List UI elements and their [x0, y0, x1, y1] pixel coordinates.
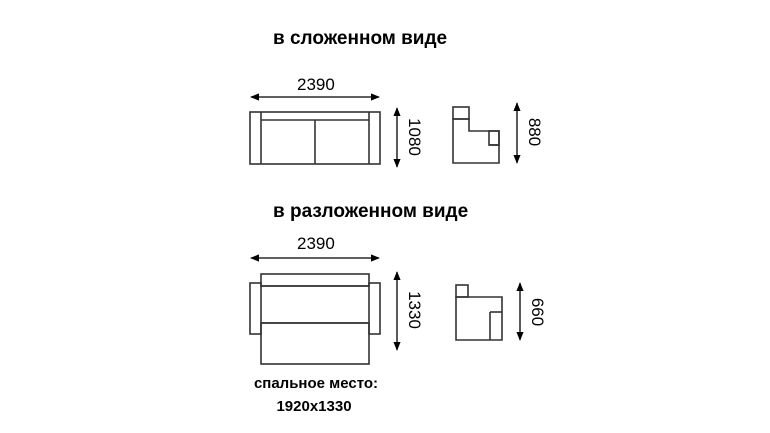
- unfolded-sofa-top-view: [249, 273, 381, 365]
- unfolded-side-height-label: 660: [528, 297, 547, 327]
- folded-sofa-side-view: [452, 106, 500, 164]
- folded-sofa-top-view: [249, 111, 381, 165]
- sleeping-area-size: 1920х1330: [276, 398, 352, 415]
- unfolded-width-label: 2390: [297, 234, 335, 253]
- folded-depth-label: 1080: [405, 118, 424, 156]
- folded-side-height-label: 880: [525, 117, 544, 147]
- unfolded-depth-label: 1330: [405, 291, 424, 329]
- sleeping-area-caption: спальное место:: [253, 375, 379, 392]
- folded-title: в сложенном виде: [273, 28, 448, 49]
- folded-width-label: 2390: [297, 75, 335, 94]
- unfolded-sofa-side-view: [455, 284, 503, 341]
- unfolded-title: в разложенном виде: [273, 201, 469, 222]
